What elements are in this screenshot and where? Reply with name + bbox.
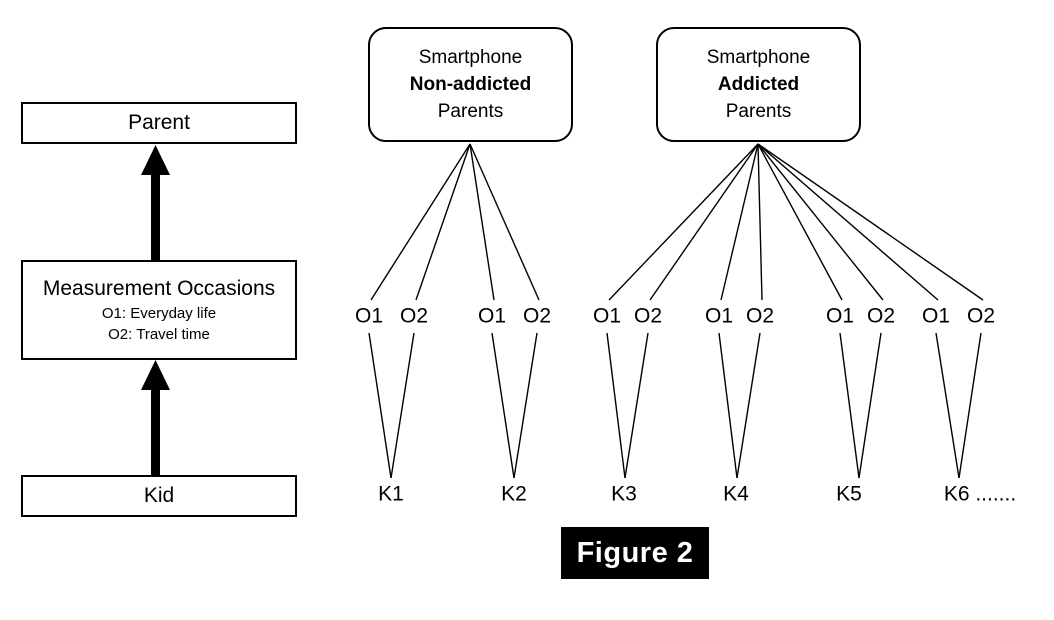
box-parent-title: Parent bbox=[128, 111, 190, 134]
kid-label-k3: K3 bbox=[611, 482, 637, 506]
kid-label-k4: K4 bbox=[723, 482, 749, 506]
occasion-label-6: O2 bbox=[633, 304, 663, 328]
occasion-label-12: O2 bbox=[966, 304, 996, 328]
box-parent: Parent bbox=[21, 102, 297, 144]
group-box-non-addicted-parents: Smartphone Non-addicted Parents bbox=[368, 27, 573, 142]
occasion-label-5: O1 bbox=[592, 304, 622, 328]
kid-label-k6: K6 ....... bbox=[943, 482, 1017, 506]
occasion-label-7: O1 bbox=[704, 304, 734, 328]
occasion-to-kid-connectors bbox=[368, 332, 982, 479]
figure-caption-badge: Figure 2 bbox=[561, 527, 709, 579]
group-non-addicted-line-1: Smartphone bbox=[418, 47, 523, 68]
measurement-occasion-o2-definition: O2: Travel time bbox=[108, 325, 210, 343]
kid-label-k5: K5 bbox=[836, 482, 862, 506]
occasion-label-1: O1 bbox=[354, 304, 384, 328]
fan-lines-addicted bbox=[608, 143, 984, 301]
occasion-label-4: O2 bbox=[522, 304, 552, 328]
occasion-label-2: O2 bbox=[399, 304, 429, 328]
group-addicted-line-3: Parents bbox=[725, 101, 792, 122]
arrow-kid-to-measurement bbox=[141, 360, 170, 475]
arrow-measurement-to-parent bbox=[141, 145, 170, 260]
occasion-label-9: O1 bbox=[825, 304, 855, 328]
group-addicted-line-1: Smartphone bbox=[706, 47, 811, 68]
group-addicted-line-2: Addicted bbox=[717, 74, 800, 95]
occasion-label-3: O1 bbox=[477, 304, 507, 328]
occasion-label-10: O2 bbox=[866, 304, 896, 328]
kid-label-k2: K2 bbox=[501, 482, 527, 506]
box-measurement-occasions-title: Measurement Occasions bbox=[42, 276, 276, 300]
occasion-label-11: O1 bbox=[921, 304, 951, 328]
kid-label-k1: K1 bbox=[378, 482, 404, 506]
group-box-addicted-parents: Smartphone Addicted Parents bbox=[656, 27, 861, 142]
group-non-addicted-line-3: Parents bbox=[437, 101, 504, 122]
box-measurement-occasions: Measurement Occasions O1: Everyday life … bbox=[21, 260, 297, 360]
measurement-occasion-o1-definition: O1: Everyday life bbox=[101, 304, 217, 322]
occasion-label-8: O2 bbox=[745, 304, 775, 328]
box-kid-title: Kid bbox=[143, 484, 175, 507]
fan-lines-non-addicted bbox=[370, 143, 540, 301]
box-kid: Kid bbox=[21, 475, 297, 517]
group-non-addicted-line-2: Non-addicted bbox=[409, 74, 532, 95]
